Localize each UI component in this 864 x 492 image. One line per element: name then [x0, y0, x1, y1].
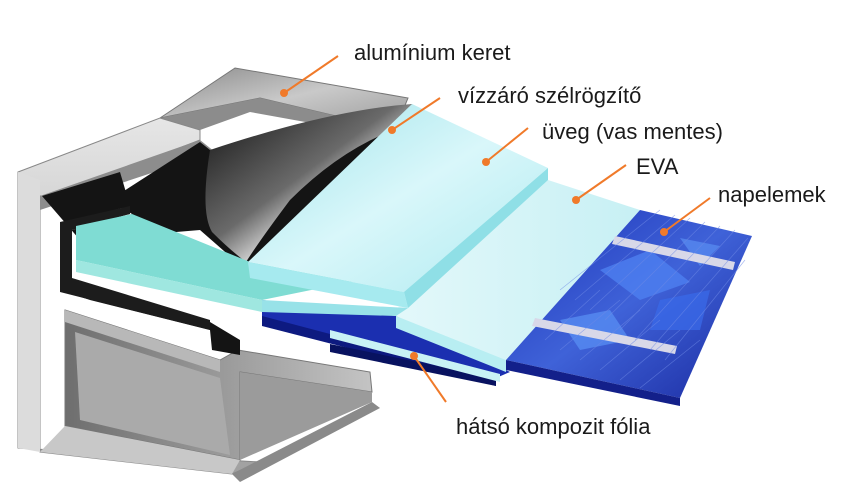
- leader-cells-dot: [660, 228, 668, 236]
- back-composite-foil: [262, 300, 510, 386]
- label-solar-cells: napelemek: [718, 182, 827, 207]
- aluminium-frame: [17, 67, 409, 482]
- label-eva: EVA: [636, 154, 679, 179]
- leader-lines: [280, 55, 711, 403]
- leader-seal: [391, 97, 441, 131]
- leader-backsheet: [413, 355, 447, 403]
- label-low-iron-glass: üveg (vas mentes): [542, 119, 723, 144]
- leader-eva-dot: [572, 196, 580, 204]
- label-back-composite-foil: hátsó kompozit fólia: [456, 414, 651, 439]
- leader-frame-dot: [280, 89, 288, 97]
- leader-frame: [283, 55, 339, 94]
- label-waterproof-edge-seal: vízzáró szélrögzítő: [458, 83, 641, 108]
- leader-eva: [575, 164, 627, 201]
- solar-cells: [506, 209, 752, 406]
- leader-seal-dot: [388, 126, 396, 134]
- leader-glass: [485, 127, 529, 163]
- leader-backsheet-dot: [410, 352, 418, 360]
- labels: alumínium keret vízzáró szélrögzítő üveg…: [354, 40, 827, 439]
- label-aluminium-frame: alumínium keret: [354, 40, 511, 65]
- leader-cells: [663, 197, 711, 233]
- waterproof-edge-seal: [42, 104, 420, 355]
- low-iron-glass: [248, 104, 548, 316]
- leader-glass-dot: [482, 158, 490, 166]
